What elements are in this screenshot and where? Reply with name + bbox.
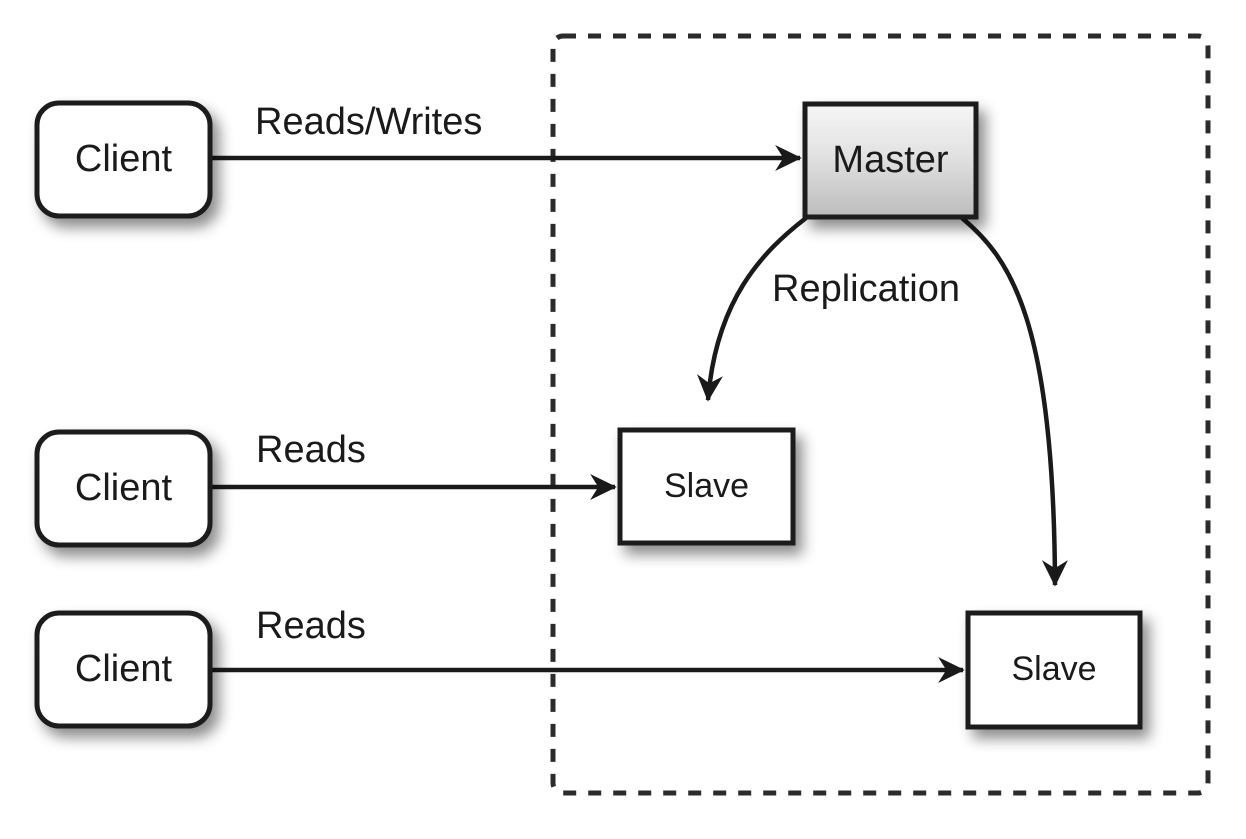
node-client-2[interactable]: Client — [34, 429, 213, 548]
slave-2-box[interactable] — [965, 610, 1143, 730]
node-slave-1[interactable]: Slave — [617, 427, 796, 546]
node-master[interactable]: Master — [802, 101, 979, 220]
master-box[interactable] — [802, 101, 979, 220]
node-slave-2[interactable]: Slave — [965, 610, 1143, 730]
node-client-3[interactable]: Client — [34, 610, 213, 729]
slave-2-label: Slave — [1011, 650, 1096, 688]
slave-1-label: Slave — [664, 467, 749, 505]
slave-1-box[interactable] — [617, 427, 796, 546]
edge-label-replication: Replication — [772, 268, 960, 310]
client-3-box[interactable] — [34, 610, 213, 729]
node-client-1[interactable]: Client — [34, 100, 213, 219]
master-label: Master — [832, 139, 948, 181]
client-1-box[interactable] — [34, 100, 213, 219]
client-1-label: Client — [75, 138, 173, 180]
client-2-box[interactable] — [34, 429, 213, 548]
client-2-label: Client — [75, 467, 173, 509]
edge-master-slave2-curve — [960, 216, 1068, 587]
edge-master-slave1-curve — [697, 216, 808, 402]
edge-label-reads-bottom: Reads — [256, 605, 366, 647]
client-3-label: Client — [75, 648, 173, 690]
edge-label-reads-writes: Reads/Writes — [255, 101, 482, 143]
edge-label-reads-middle: Reads — [256, 429, 366, 471]
